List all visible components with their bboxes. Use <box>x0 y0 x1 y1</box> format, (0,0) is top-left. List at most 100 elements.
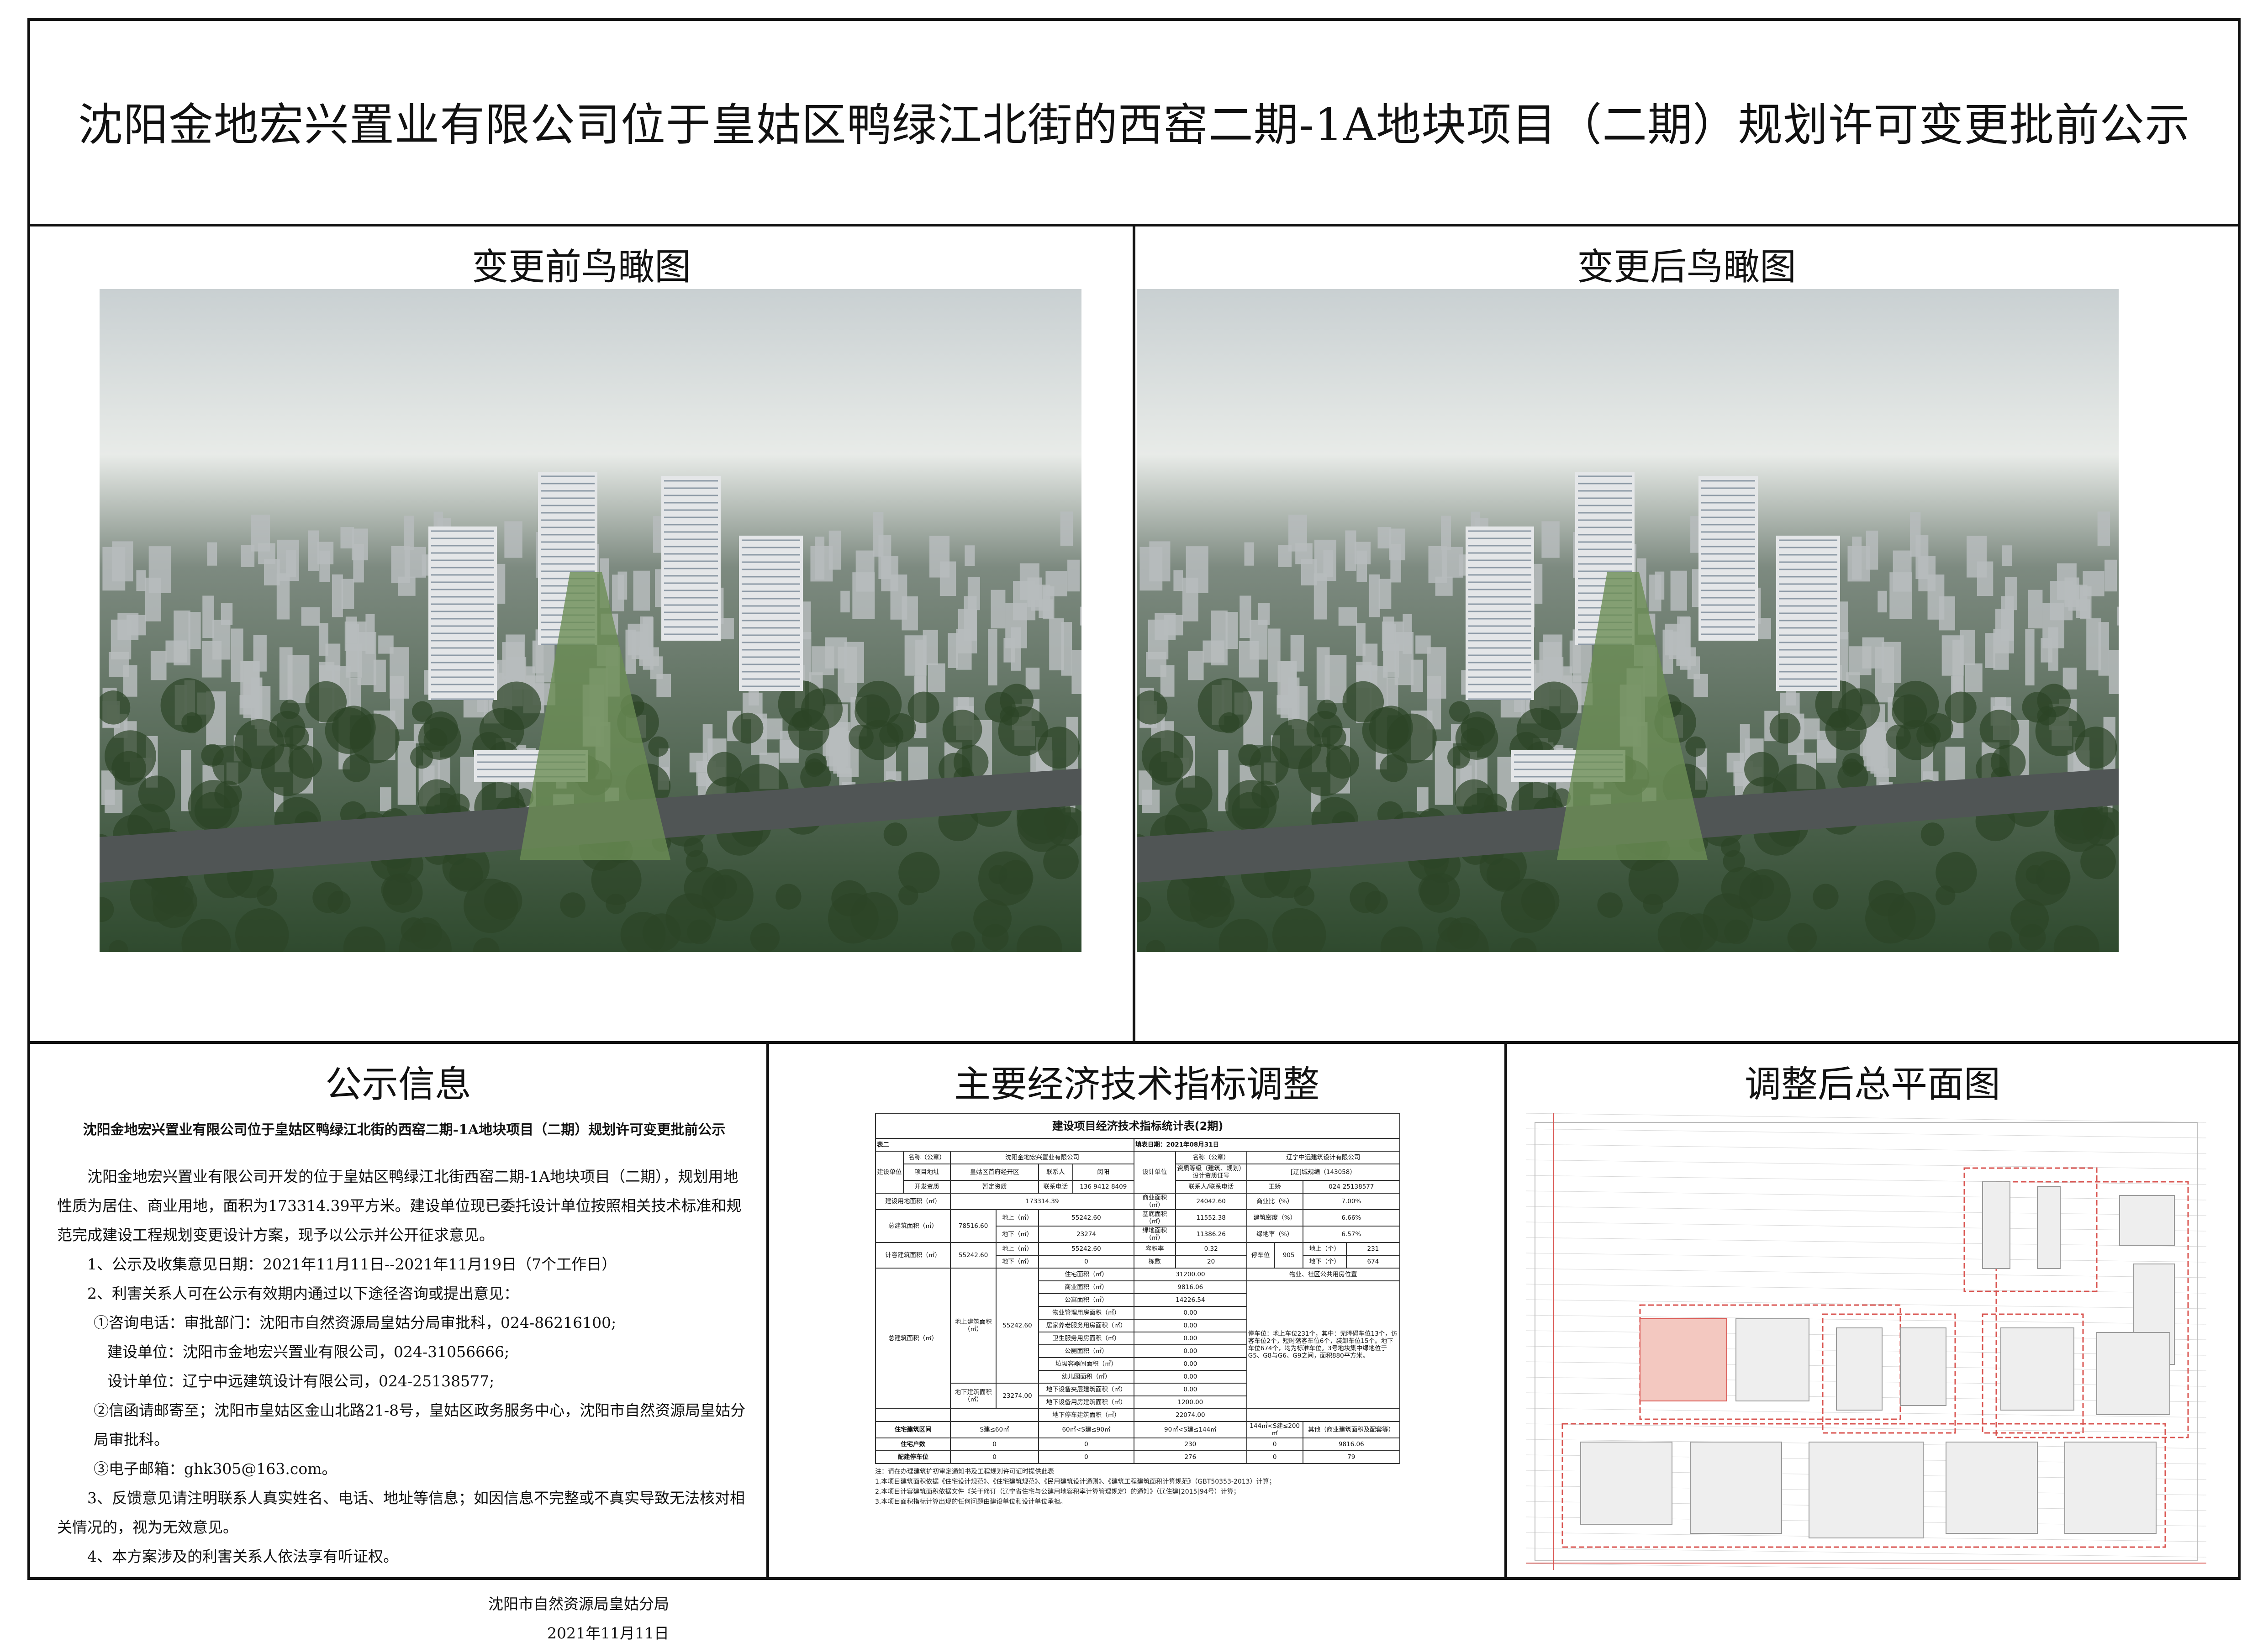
building-mark <box>357 632 377 685</box>
before-heading: 变更前鸟瞰图 <box>472 246 691 288</box>
building-mark <box>1338 607 1357 626</box>
before-aerial-image <box>100 289 1081 952</box>
building-mark <box>1011 627 1021 671</box>
building-mark <box>287 655 310 703</box>
building-mark <box>1278 545 1292 568</box>
units-value: 9816.06 <box>1302 1437 1401 1451</box>
building-mark <box>1965 663 1983 692</box>
tower <box>1466 527 1534 700</box>
tree-mark <box>1137 690 1168 725</box>
units-label: 住宅户数 <box>875 1437 951 1451</box>
building-mark <box>1382 616 1394 644</box>
parking-below-label: 地下（个） <box>1302 1255 1347 1269</box>
building-mark <box>2028 590 2043 629</box>
far-area: 55242.60 <box>950 1242 997 1269</box>
detail-label: 商业面积（㎡） <box>1038 1280 1134 1294</box>
tree-mark <box>1272 908 1326 952</box>
units-value: 230 <box>1133 1437 1247 1451</box>
tree-mark <box>1920 822 1945 846</box>
building-mark <box>1378 579 1392 609</box>
tree-mark <box>1190 887 1231 928</box>
detail-value: 0.00 <box>1133 1332 1247 1345</box>
tree-mark <box>1380 926 1423 952</box>
building-footprint <box>1580 1442 1672 1525</box>
qual: 暂定资质 <box>950 1180 1039 1194</box>
units-value: 0 <box>950 1437 1039 1451</box>
building-mark <box>2117 606 2119 626</box>
tree-mark <box>805 758 824 777</box>
page-title: 沈阳金地宏兴置业有限公司位于皇姑区鸭绿江北街的西窑二期-1A地块项目（二期）规划… <box>78 99 2190 151</box>
tree-mark <box>686 850 708 873</box>
building-mark <box>231 628 243 682</box>
empty-cell <box>1246 1408 1401 1422</box>
tower <box>1698 476 1758 641</box>
tree-mark <box>1362 707 1409 754</box>
public-room-label: 物业、社区公共用房位置 <box>1246 1268 1401 1281</box>
comm-ratio-label: 商业比（%） <box>1246 1193 1303 1210</box>
building-mark <box>502 642 524 679</box>
parking-label: 停车位 <box>1246 1242 1275 1269</box>
name-label: 名称（公章） <box>902 1151 951 1164</box>
tree-mark <box>2053 925 2099 952</box>
parking-alloc-value: 0 <box>1246 1450 1303 1464</box>
tree-mark <box>1865 893 1916 944</box>
qual-label: 开发资质 <box>902 1180 951 1194</box>
building-mark <box>504 521 522 558</box>
building-mark <box>341 579 354 609</box>
tree-mark <box>1271 719 1322 769</box>
building-mark <box>939 561 956 596</box>
notice-item-2c[interactable]: ③电子邮箱：ghk305@163.com。 <box>94 1460 337 1478</box>
building-mark <box>1268 628 1281 682</box>
above-value: 55242.60 <box>1038 1209 1134 1227</box>
notice-design-unit: 设计单位：辽宁中远建筑设计有限公司，024-25138577; <box>107 1372 495 1390</box>
phone: 136 9412 8409 <box>1072 1180 1134 1194</box>
building-mark <box>1417 787 1429 811</box>
building-mark <box>1427 647 1446 699</box>
tree-mark <box>859 720 899 760</box>
above-bldg: 55242.60 <box>996 1268 1039 1384</box>
building-mark <box>612 574 624 611</box>
tree-mark <box>1418 874 1450 906</box>
tree-mark <box>235 908 289 952</box>
detail-value: 1200.00 <box>1133 1395 1247 1409</box>
building-footprint <box>1735 1318 1809 1401</box>
building-mark <box>276 573 290 620</box>
tree-mark <box>464 879 518 933</box>
empty-cell <box>950 1408 1039 1422</box>
detail-value: 0.00 <box>1133 1357 1247 1371</box>
tree-mark <box>343 754 370 782</box>
building-mark <box>1394 632 1414 685</box>
building-mark <box>109 652 129 677</box>
detail-label: 居家养老服务用房面积（㎡） <box>1038 1319 1134 1332</box>
building-mark <box>207 542 217 566</box>
building-mark <box>1080 606 1081 626</box>
building-mark <box>1541 521 1560 558</box>
detail-label: 地下设备用房建筑面积（㎡） <box>1038 1395 1134 1409</box>
building-footprint <box>1809 1442 1924 1538</box>
tree-mark <box>1016 925 1062 952</box>
after-aerial-image <box>1137 289 2119 952</box>
tree-mark <box>560 892 585 918</box>
below-bldg: 23274.00 <box>996 1383 1039 1409</box>
building-mark <box>1848 646 1872 675</box>
parking-below: 674 <box>1345 1255 1401 1269</box>
phone-label: 联系电话 <box>1038 1180 1073 1194</box>
design-contact: 王娇 <box>1246 1180 1303 1194</box>
design-contact-label: 联系人/联系电话 <box>1175 1180 1247 1194</box>
tree-mark <box>665 893 716 944</box>
tree-mark <box>312 882 343 913</box>
tree-mark <box>1038 727 1080 769</box>
tree-mark <box>1145 940 1166 952</box>
building-footprint <box>2064 1442 2157 1534</box>
building-mark <box>2104 559 2117 592</box>
building-mark <box>1276 695 1289 715</box>
tree-mark <box>620 912 666 952</box>
address-label: 项目地址 <box>902 1164 951 1181</box>
table-note: 3.本项目面积指标计算出现的任何问题由建设单位和设计单位承担。 <box>875 1498 1067 1506</box>
building-mark <box>1146 652 1166 677</box>
tree-mark <box>1825 709 1867 751</box>
notice-item-2b: ②信函请邮寄至；沈阳市皇姑区金山北路21-8号，皇姑区政务服务中心，沈阳市自然资… <box>94 1401 746 1448</box>
building-mark <box>1893 550 1912 592</box>
fill-date: 填表日期：2021年08月31日 <box>1133 1138 1401 1152</box>
building-mark <box>1649 574 1661 611</box>
